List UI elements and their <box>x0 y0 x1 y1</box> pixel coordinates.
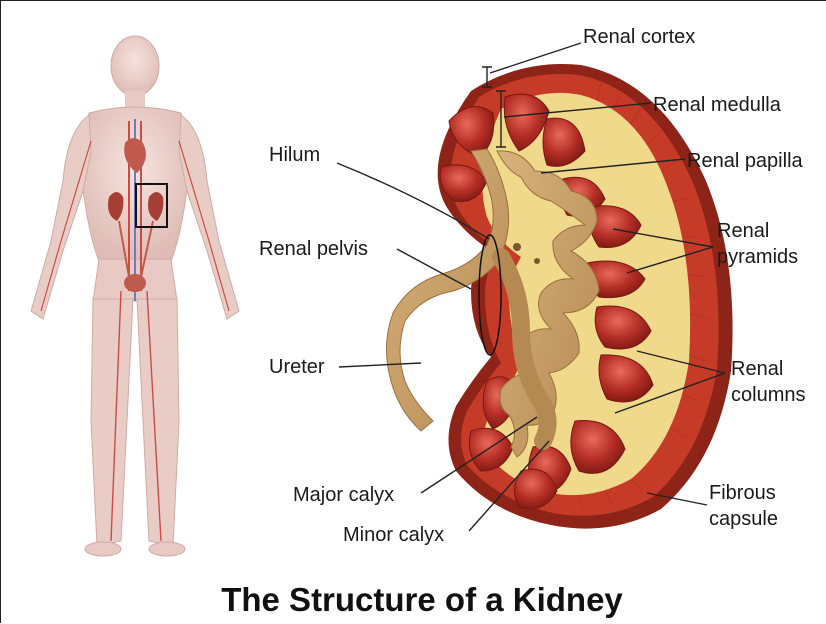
label-renal-pyramids-line1: Renal <box>717 220 769 242</box>
diagram-title: The Structure of a Kidney <box>221 581 623 618</box>
label-renal-pelvis: Renal pelvis <box>259 238 368 260</box>
kidney-cross-section <box>386 64 732 529</box>
label-renal-cortex: Renal cortex <box>583 26 695 48</box>
human-figure <box>31 36 239 556</box>
label-renal-columns-line1: Renal <box>731 358 783 380</box>
label-minor-calyx: Minor calyx <box>343 524 444 546</box>
label-ureter: Ureter <box>269 356 325 378</box>
label-renal-columns-line2: columns <box>731 384 805 406</box>
label-renal-medulla: Renal medulla <box>653 94 782 116</box>
label-hilum: Hilum <box>269 144 320 166</box>
label-fibrous-capsule-line2: capsule <box>709 508 778 530</box>
label-major-calyx: Major calyx <box>293 484 394 506</box>
label-renal-pyramids-line2: pyramids <box>717 246 798 268</box>
label-fibrous-capsule-line1: Fibrous <box>709 482 776 504</box>
label-renal-papilla: Renal papilla <box>687 150 804 172</box>
